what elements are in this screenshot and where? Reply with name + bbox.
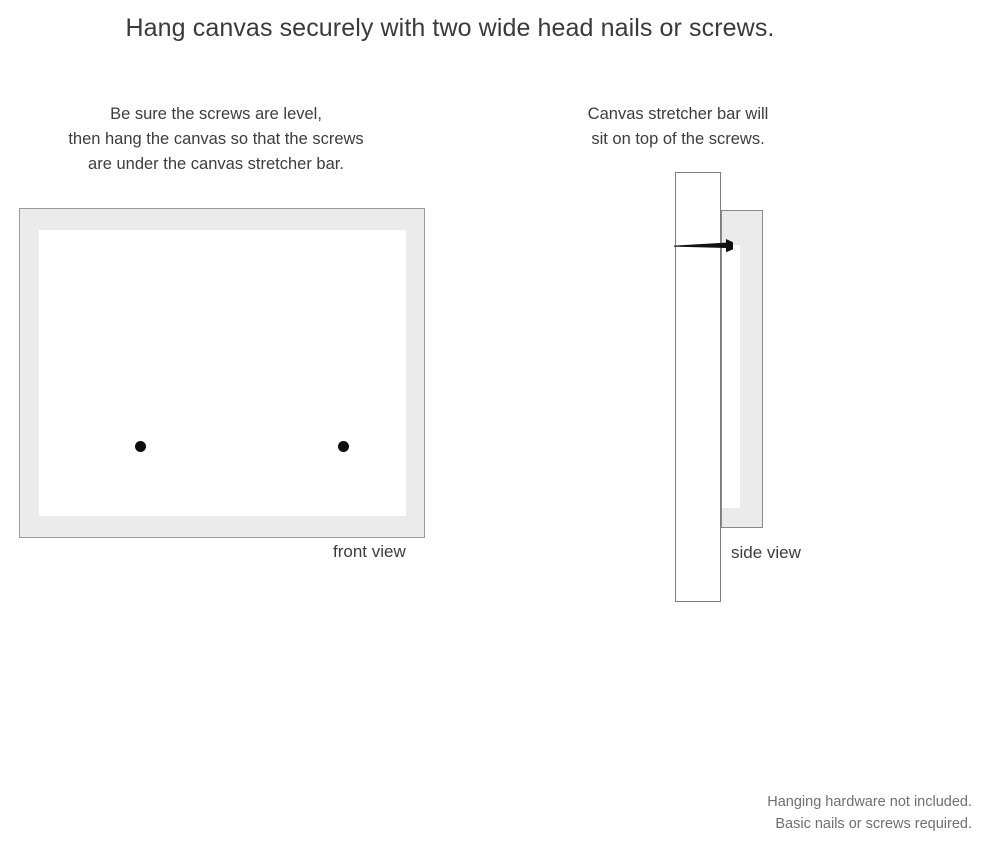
wall-bar — [675, 172, 721, 602]
instruction-line-2: sit on top of the screws. — [591, 130, 765, 148]
side-view-instructions: Canvas stretcher bar will sit on top of … — [560, 102, 796, 152]
stretcher-bar-inner-face — [722, 245, 740, 508]
nail-icon — [672, 238, 736, 254]
front-view-label: front view — [333, 542, 406, 561]
instruction-line-1: Canvas stretcher bar will — [587, 105, 769, 123]
screw-head-icon — [135, 441, 146, 452]
front-view-instructions: Be sure the screws are level, then hang … — [0, 102, 432, 177]
instruction-line-1: Be sure the screws are level, — [110, 105, 322, 123]
footer-note: Hanging hardware not included. Basic nai… — [767, 791, 972, 835]
page-title: Hang canvas securely with two wide head … — [125, 14, 775, 42]
footer-line-2: Basic nails or screws required. — [775, 816, 972, 832]
front-view-diagram — [19, 208, 425, 538]
canvas-face — [39, 230, 406, 516]
screw-head-icon — [338, 441, 349, 452]
side-view-label: side view — [731, 543, 801, 562]
footer-line-1: Hanging hardware not included. — [767, 794, 972, 810]
instruction-line-3: are under the canvas stretcher bar. — [88, 155, 344, 173]
instruction-line-2: then hang the canvas so that the screws — [68, 130, 364, 148]
